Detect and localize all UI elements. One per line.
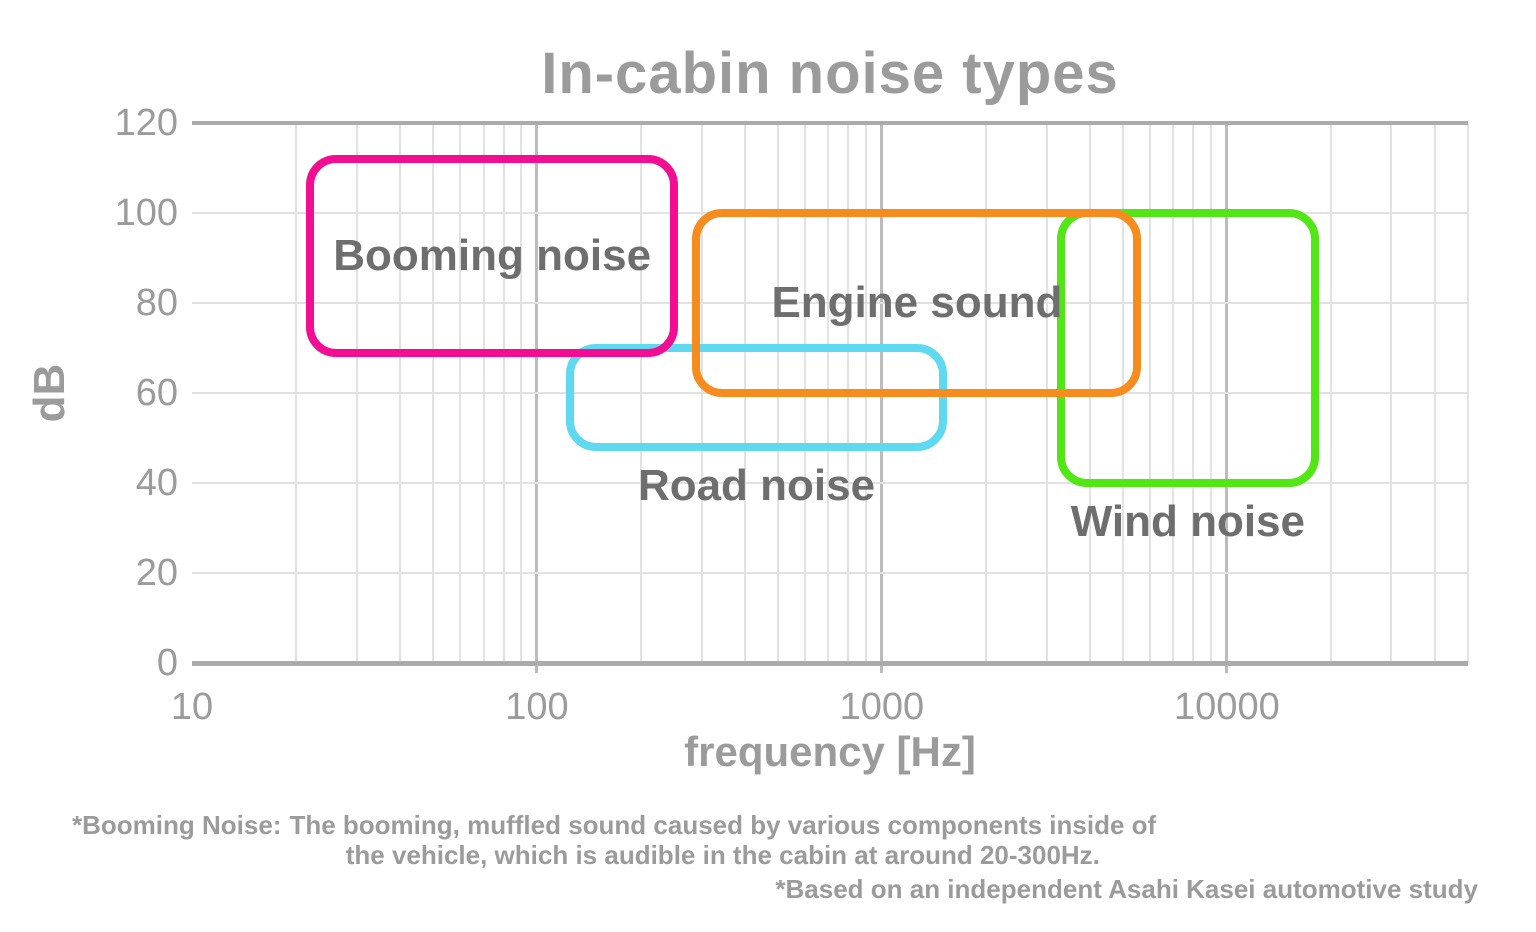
footnote-booming-line2: the vehicle, which is audible in the cab… bbox=[345, 840, 1100, 870]
gridline-y-minor bbox=[192, 302, 1468, 304]
y-tick-label: 80 bbox=[135, 282, 178, 324]
gridline-x-major bbox=[535, 123, 539, 673]
region-label-wind-noise: Wind noise bbox=[1070, 497, 1305, 546]
x-tick-label: 1000 bbox=[839, 686, 925, 728]
gridline-x-minor bbox=[1467, 123, 1469, 663]
gridline-x-major bbox=[880, 123, 884, 673]
y-tick-label: 0 bbox=[156, 642, 178, 684]
gridline-y-frame bbox=[192, 121, 1468, 125]
gridline-y-minor bbox=[192, 482, 1468, 484]
gridline-y-minor bbox=[192, 572, 1468, 574]
region-label-engine-sound: Engine sound bbox=[771, 278, 1063, 327]
y-tick-label: 40 bbox=[135, 462, 178, 504]
x-tick-label: 10 bbox=[170, 686, 214, 728]
region-label-booming-noise: Booming noise bbox=[333, 230, 652, 280]
region-wind-noise bbox=[1056, 209, 1319, 487]
region-label-road-noise: Road noise bbox=[637, 461, 876, 510]
gridline-y-frame bbox=[192, 660, 1468, 666]
footnote-booming-text: The booming, muffled sound caused by var… bbox=[289, 810, 1156, 870]
gridline-x-major bbox=[1225, 123, 1229, 673]
x-axis-title: frequency [Hz] bbox=[684, 728, 976, 775]
region-road-noise bbox=[566, 344, 947, 451]
y-tick-label: 20 bbox=[135, 552, 178, 594]
y-tick-label: 120 bbox=[114, 102, 178, 144]
y-tick-label: 60 bbox=[135, 372, 178, 414]
footnote-attribution: *Based on an independent Asahi Kasei aut… bbox=[775, 874, 1478, 904]
x-tick-label: 100 bbox=[505, 686, 569, 728]
chart-title: In-cabin noise types bbox=[541, 41, 1119, 106]
y-tick-label: 100 bbox=[114, 192, 178, 234]
region-booming-noise bbox=[306, 155, 679, 357]
region-engine-sound bbox=[692, 209, 1142, 397]
x-tick-label: 10000 bbox=[1174, 686, 1280, 728]
footnote-booming-line1: The booming, muffled sound caused by var… bbox=[289, 810, 1157, 840]
footnote-booming-label: *Booming Noise: bbox=[72, 810, 282, 840]
footnote-booming: *Booming Noise: The booming, muffled sou… bbox=[72, 810, 1156, 870]
